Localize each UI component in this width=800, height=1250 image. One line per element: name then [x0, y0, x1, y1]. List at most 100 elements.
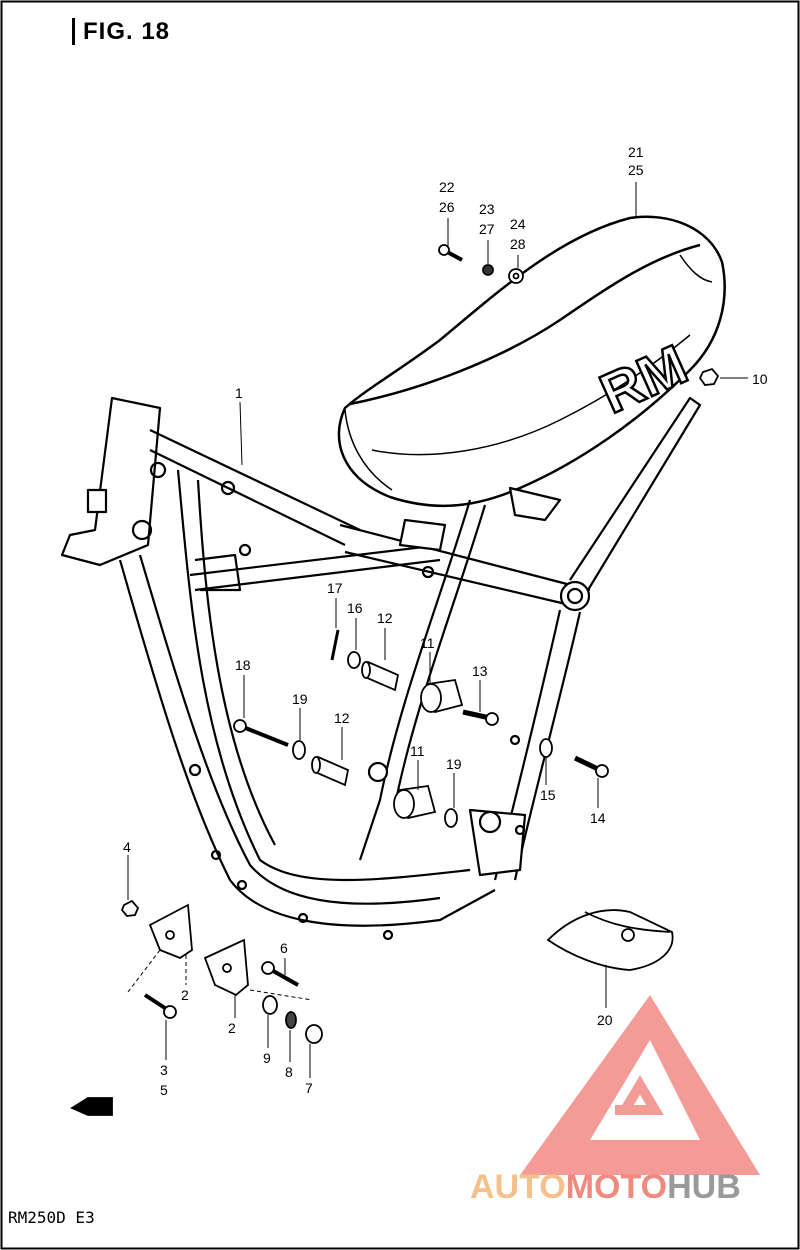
callout-3: 3	[160, 1062, 168, 1078]
frame-steering-hole	[131, 519, 153, 541]
seat-top-line	[349, 243, 701, 406]
spring-washer-8	[285, 1011, 297, 1029]
callout-11-lower: 11	[410, 743, 425, 759]
callout-17: 17	[327, 580, 343, 596]
collar-12-upper	[361, 660, 400, 692]
bolt-3	[143, 993, 177, 1019]
nut-10	[698, 367, 720, 386]
frame-bracket-hole-5	[210, 849, 222, 861]
frame-rear-rail	[569, 396, 702, 596]
watermark-inner-mark	[615, 1075, 664, 1115]
frame-down-tube-rear-inner	[196, 479, 276, 846]
frame-bracket-hole	[220, 480, 236, 496]
watermark-triangle	[520, 995, 760, 1175]
bolt-6	[261, 961, 299, 987]
seat: RM	[337, 215, 726, 508]
washer-19-left	[292, 740, 306, 760]
frame-bracket-hole-7	[297, 912, 309, 924]
collar-12-lower	[311, 755, 350, 787]
model-code: RM250D E3	[8, 1208, 95, 1227]
frame-down-tube-front	[118, 559, 496, 927]
callout-12-lower: 12	[334, 710, 350, 726]
callout-22: 22	[439, 179, 455, 195]
callout-labels: 21 25 22 26 23 27 24 28 10 1 17 16 12 11…	[123, 144, 768, 1098]
bolt-18	[233, 719, 289, 747]
leader-lines	[127, 182, 748, 1078]
frame-center-tube-2	[393, 504, 487, 806]
cover-20	[546, 909, 674, 971]
frame-bracket-hole-6	[236, 879, 248, 891]
figure-title: FIG. 18	[72, 18, 171, 46]
callout-13: 13	[472, 663, 488, 679]
frame-mid-bracket	[398, 518, 447, 552]
frame-head-bolt	[149, 461, 167, 479]
callout-2-lower: 2	[228, 1020, 236, 1036]
callout-6: 6	[280, 940, 288, 956]
callout-18: 18	[235, 657, 251, 673]
washer-15	[539, 738, 553, 758]
bushing-11-upper	[420, 678, 464, 714]
frame-bracket-hole-8	[382, 929, 394, 941]
frame	[60, 396, 702, 941]
washer-9	[262, 995, 278, 1015]
callout-19-right: 19	[446, 756, 462, 772]
frame-top-tube	[149, 429, 361, 531]
callout-9: 9	[263, 1050, 271, 1066]
frame-crossmember-lower	[194, 558, 441, 592]
seat-body	[337, 215, 726, 508]
frame-bracket-hole-4	[188, 763, 202, 777]
callout-25: 25	[628, 162, 644, 178]
cotter-pin-17	[330, 629, 340, 661]
callout-2-upper: 2	[181, 987, 189, 1003]
frame-bracket-hole-9	[514, 824, 526, 836]
callout-8: 8	[285, 1064, 293, 1080]
callout-14: 14	[590, 810, 606, 826]
callout-16: 16	[347, 600, 363, 616]
callout-15: 15	[540, 787, 556, 803]
figure-title-text: FIG. 18	[72, 18, 171, 45]
frame-rear-mount	[559, 580, 591, 612]
callout-21: 21	[628, 144, 644, 160]
frame-down-tube-front-inner	[138, 554, 441, 905]
washer-16	[347, 651, 361, 669]
frame-steering-head	[60, 396, 162, 567]
washer-19-right	[444, 808, 458, 828]
callout-1: 1	[235, 385, 243, 401]
nut-23	[482, 264, 494, 276]
bushing-11-lower	[393, 784, 437, 820]
frame-pivot	[478, 810, 502, 834]
small-parts	[70, 244, 720, 1116]
callout-26: 26	[439, 199, 455, 215]
callout-12-upper: 12	[377, 610, 393, 626]
watermark-text: AUTOMOTOHUB	[470, 1168, 741, 1206]
callout-20: 20	[597, 1012, 613, 1028]
frame-bracket-hole-2	[238, 543, 252, 557]
watermark-auto: AUTO	[470, 1168, 566, 1206]
seat-side-line	[371, 334, 691, 456]
frame-head-plate	[86, 488, 108, 514]
callout-23: 23	[479, 201, 495, 217]
callout-5: 5	[160, 1082, 168, 1098]
seat-front-edge	[344, 409, 393, 491]
frame-bracket-hole-3	[421, 565, 435, 579]
frame-seat-bracket	[508, 486, 562, 522]
callout-10: 10	[752, 371, 768, 387]
frame-rear-mount-inner	[566, 587, 584, 605]
frame-top-tube-lower	[149, 449, 346, 546]
callout-4: 4	[123, 839, 131, 855]
callout-28: 28	[510, 236, 526, 252]
watermark-moto: MOTO	[566, 1168, 667, 1206]
direction-arrow-icon	[70, 1097, 113, 1116]
frame-bracket-hole-10	[509, 734, 521, 746]
frame-seat-rail	[339, 523, 591, 592]
nut-7	[305, 1024, 323, 1044]
callout-19-left: 19	[292, 691, 308, 707]
callout-11-upper: 11	[420, 635, 435, 651]
bolt-22	[438, 244, 463, 262]
nut-4	[120, 899, 140, 917]
bolt-13	[462, 709, 499, 726]
frame-crossmember	[189, 543, 441, 577]
watermark-hub: HUB	[667, 1168, 741, 1206]
